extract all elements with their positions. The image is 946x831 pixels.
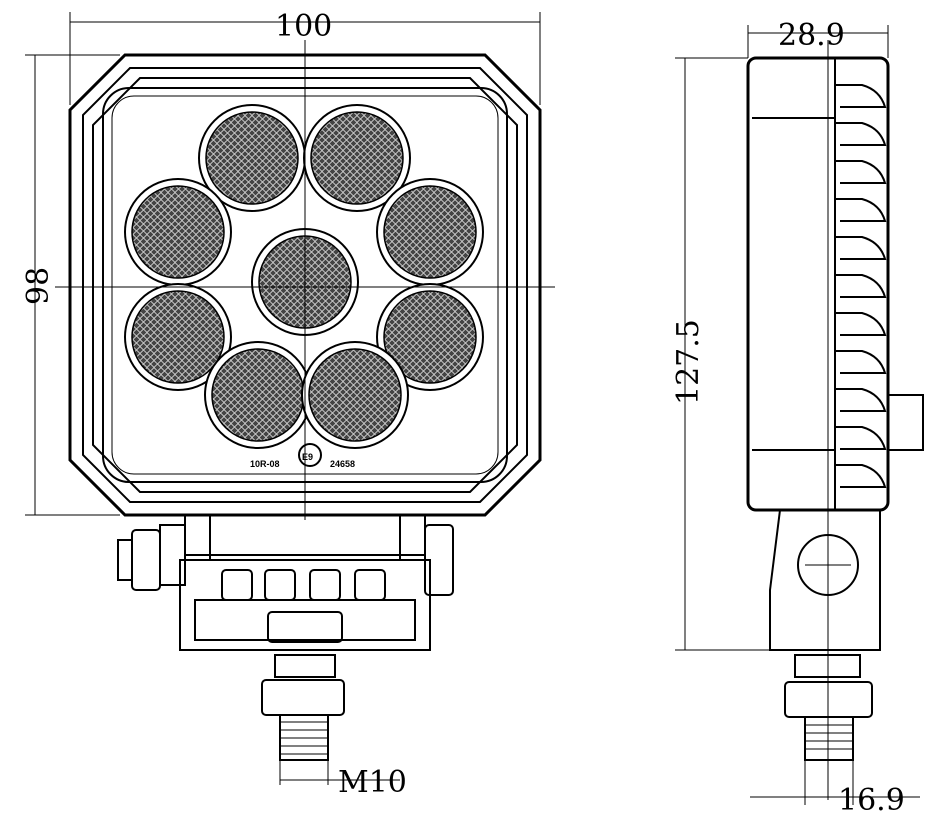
heat-sink-fin [835,236,887,260]
led-lens [383,185,477,279]
heat-sink-fin [835,388,887,412]
heat-sink-fin [835,160,887,184]
led-lens [205,111,299,205]
side-mount [769,509,881,651]
led-lens [308,348,402,442]
heat-sink-fin [835,198,887,222]
led-lens [131,185,225,279]
height-dim-label: 98 [21,267,56,305]
emark-circle [298,443,322,467]
marking-code: 10R-08 [250,459,280,469]
housing-inner-1 [82,67,528,503]
side-view: 28.9 127.5 16.9 [671,18,924,818]
led-lens [211,348,305,442]
thread-dim-label: M10 [338,765,407,800]
marking-approval: 24658 [330,459,355,469]
led-lens [383,290,477,384]
mounting-bracket [117,514,454,651]
heat-sink-fin [835,274,887,298]
depth-dim-label: 28.9 [778,18,845,53]
threaded-bolt [261,654,345,761]
cable-gland [887,394,924,451]
heat-sink-fin [835,426,887,450]
front-view: 10R-08 E9 24658 1 [21,9,555,800]
heat-sink-fin [835,84,887,108]
width-dim-label: 100 [275,9,332,44]
heat-sink-fin [835,312,887,336]
heat-sink-fin [835,464,887,488]
led-lens [310,111,404,205]
bolt-dim-label: 16.9 [838,783,905,818]
led-group [124,104,484,449]
marking-emark: E9 [302,452,313,462]
heat-sink-fin [835,122,887,146]
housing-inner-2 [92,77,518,493]
housing-outline [68,53,542,517]
heat-sink-fins [835,84,887,488]
led-lens [131,290,225,384]
heat-sink-fin [835,350,887,374]
total-height-dim-label: 127.5 [671,319,706,405]
